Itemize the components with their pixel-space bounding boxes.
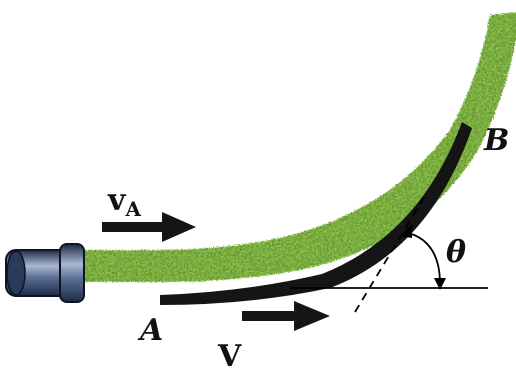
point-b-label: B [483, 123, 509, 158]
jet-velocity-label: vA [107, 183, 141, 221]
right-arrow-icon [242, 301, 330, 331]
curved-vane [160, 122, 472, 305]
vane-velocity-label: V [217, 339, 242, 369]
point-a-label: A [137, 313, 163, 348]
angle-theta-label: θ [446, 235, 466, 270]
tangent-dashed-line [354, 195, 426, 313]
water-jet-stream [80, 12, 516, 282]
right-arrow-icon [102, 212, 196, 242]
angle-arc [400, 224, 446, 290]
jet-velocity-subscript: A [124, 197, 141, 221]
water-jet [80, 12, 516, 282]
jet-velocity-main: v [107, 183, 127, 218]
nozzle-icon [5, 243, 85, 303]
